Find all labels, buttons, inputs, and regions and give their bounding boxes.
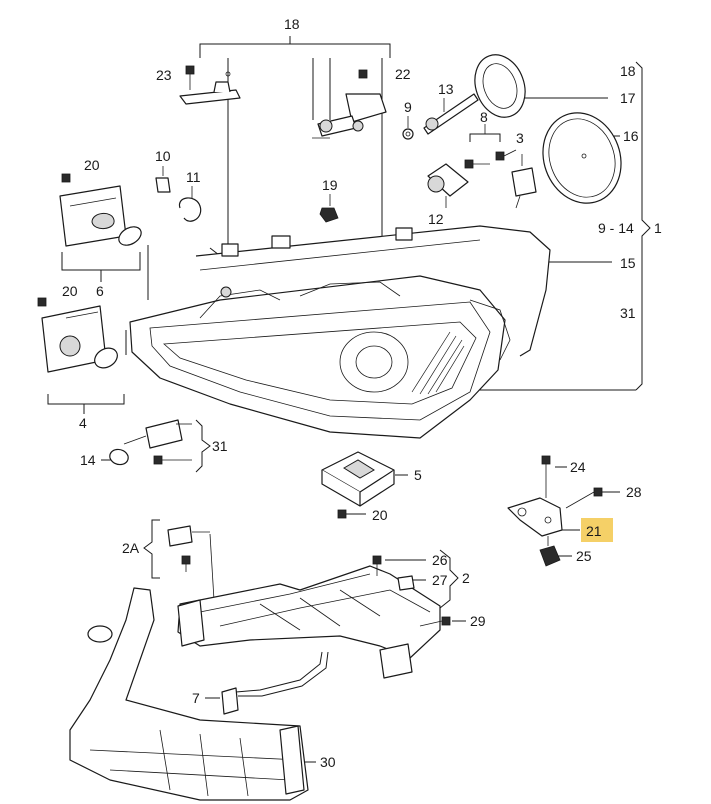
label-25: 25 (576, 548, 592, 564)
label-11: 11 (186, 169, 201, 185)
label-15: 15 (620, 255, 636, 271)
part-2A-connector (167, 525, 215, 601)
label-14: 14 (80, 452, 96, 468)
part-5-control-unit (321, 451, 395, 519)
label-12: 12 (428, 211, 444, 227)
label-31-right: 31 (620, 305, 636, 321)
part-2-carrier (177, 555, 451, 679)
part-3-bulb (511, 154, 537, 209)
label-19: 19 (322, 177, 338, 193)
part-11-clip (178, 186, 202, 222)
part-17-ring (474, 54, 526, 118)
part-19-nut (319, 194, 339, 223)
label-26: 26 (432, 552, 448, 568)
label-22: 22 (395, 66, 411, 82)
part-16-cover (542, 112, 622, 204)
part-30-front-carrier (69, 587, 309, 801)
group-bracket-18-top (199, 36, 391, 248)
highlight-box-21 (581, 518, 613, 542)
label-18-top: 18 (284, 16, 300, 32)
part-22-bracket (312, 69, 387, 139)
part-21-bracket (507, 455, 603, 567)
label-13: 13 (438, 81, 454, 97)
part-10-bulb (155, 166, 171, 193)
label-18-right: 18 (620, 63, 636, 79)
group-bracket-2A (143, 519, 160, 579)
part-14-motor (109, 419, 192, 466)
callout-labels: 18 23 22 13 9 8 3 18 17 16 20 10 11 19 1… (62, 16, 662, 770)
label-2A: 2A (122, 540, 140, 556)
label-16: 16 (623, 128, 639, 144)
label-1: 1 (654, 220, 662, 236)
group-bracket-6 (61, 252, 141, 282)
part-9-washer (402, 116, 414, 140)
label-20-a: 20 (84, 157, 100, 173)
label-4: 4 (79, 415, 87, 431)
label-8: 8 (480, 109, 488, 125)
label-28: 28 (626, 484, 642, 500)
part-13-adjuster (423, 93, 479, 135)
label-20-c: 20 (372, 507, 388, 523)
label-17: 17 (620, 90, 636, 106)
label-6: 6 (96, 283, 104, 299)
group-bracket-2 (439, 549, 459, 609)
label-5: 5 (414, 467, 422, 483)
part-headlight-housing (129, 275, 511, 439)
group-bracket-31-left (195, 419, 211, 473)
label-9-14: 9 - 14 (598, 220, 634, 236)
label-21: 21 (586, 523, 602, 539)
part-23-bracket (179, 65, 241, 105)
label-2: 2 (462, 570, 470, 586)
part-7-sensor (221, 651, 329, 715)
label-20-b: 20 (62, 283, 78, 299)
part-12-motor (427, 163, 469, 208)
label-30: 30 (320, 754, 336, 770)
group-bracket-4 (47, 394, 125, 414)
label-7: 7 (192, 690, 200, 706)
part-8-screws (464, 124, 517, 169)
label-29: 29 (470, 613, 486, 629)
label-9: 9 (404, 99, 412, 115)
label-23: 23 (156, 67, 172, 83)
label-3: 3 (516, 130, 524, 146)
label-27: 27 (432, 572, 448, 588)
part-6-ballast (59, 173, 142, 247)
part-4-ballast (37, 297, 118, 373)
group-bracket-1-right (470, 61, 651, 391)
label-24: 24 (570, 459, 586, 475)
label-10: 10 (155, 148, 171, 164)
label-31-left: 31 (212, 438, 228, 454)
